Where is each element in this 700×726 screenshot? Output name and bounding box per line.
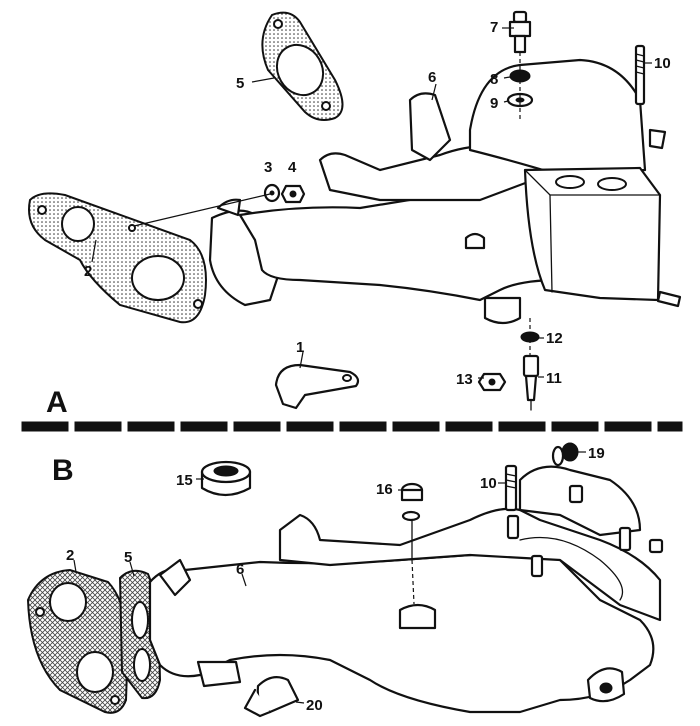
nut-13 [477,372,507,392]
callout-10-a: 10 [654,55,671,72]
callout-5-b: 5 [124,549,132,566]
callout-19: 19 [588,445,605,462]
callout-6-a: 6 [428,69,436,86]
callout-3: 3 [264,159,272,176]
washer-3 [263,183,281,203]
callout-6-b: 6 [236,561,244,578]
sensor-7 [508,10,532,54]
callout-2-b: 2 [66,547,74,564]
callout-12: 12 [546,330,563,347]
dowel-pin [656,290,682,308]
stud-10-a [634,44,646,106]
gasket-2-a [28,192,207,324]
gasket-5-a [261,11,344,121]
callout-20: 20 [306,697,323,714]
callout-9: 9 [490,95,498,112]
hose-clamp-1 [274,363,360,410]
intake-manifold-a [208,58,667,325]
callout-1: 1 [296,339,304,356]
intake-manifold-b [148,465,664,714]
callout-7: 7 [490,19,498,36]
section-label-a: A [46,386,68,419]
sensor-11 [522,354,540,411]
callout-15: 15 [176,472,193,489]
callout-16: 16 [376,481,393,498]
callout-11: 11 [546,370,562,387]
rubber-grommet-15 [200,460,252,497]
nut-19 [551,442,579,467]
callout-8: 8 [490,71,498,88]
section-label-b: B [52,454,74,487]
section-separator [21,421,683,432]
callout-2-a: 2 [84,263,92,280]
gasket-2-b [26,568,130,714]
hose-piece-20 [243,675,300,718]
callout-5-a: 5 [236,75,244,92]
callout-10-b: 10 [480,475,497,492]
callout-13: 13 [456,371,473,388]
nut-4 [280,184,306,204]
stud-10-b [504,464,518,512]
bolt-16 [400,482,424,561]
callout-4: 4 [288,159,297,176]
